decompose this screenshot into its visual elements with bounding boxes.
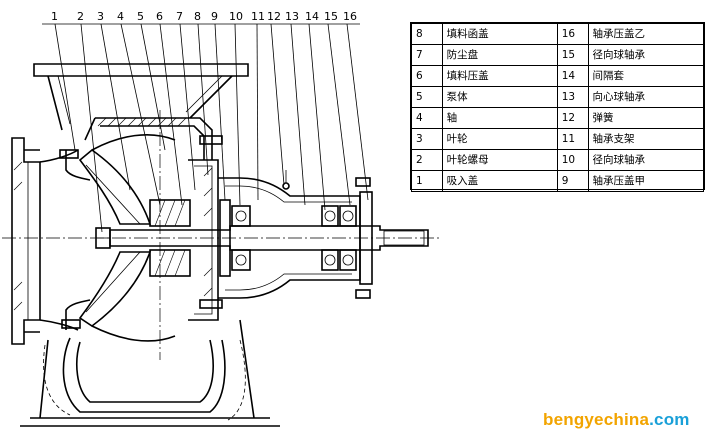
watermark-domain: bengyechina xyxy=(543,410,650,429)
callout-6: 6 xyxy=(156,10,163,23)
site-watermark: bengyechina.com xyxy=(543,410,690,430)
section-hatching xyxy=(13,117,213,311)
part-name: 填料函盖 xyxy=(441,23,558,45)
callout-1: 1 xyxy=(51,10,58,23)
part-number: 15 xyxy=(556,44,589,66)
impeller-nut xyxy=(95,227,111,249)
callout-5: 5 xyxy=(137,10,144,23)
part-number: 3 xyxy=(411,128,443,150)
callout-2: 2 xyxy=(77,10,84,23)
part-number: 11 xyxy=(556,128,589,150)
watermark-tld: .com xyxy=(649,410,690,429)
part-name: 防尘盘 xyxy=(441,44,558,66)
callout-8: 8 xyxy=(194,10,201,23)
part-name: 径向球轴承 xyxy=(587,44,704,66)
part-name: 间隔套 xyxy=(587,65,704,87)
part-number: 7 xyxy=(411,44,443,66)
callout-3: 3 xyxy=(97,10,104,23)
part-name: 轴承压盖甲 xyxy=(587,170,704,192)
callout-7: 7 xyxy=(176,10,183,23)
part-number: 13 xyxy=(556,86,589,108)
part-number: 12 xyxy=(556,107,589,129)
part-name: 叶轮 xyxy=(441,128,558,150)
stuffing-box xyxy=(149,199,191,277)
part-number: 8 xyxy=(411,23,443,45)
part-name: 泵体 xyxy=(441,86,558,108)
callout-9: 9 xyxy=(211,10,218,23)
callout-11: 11 xyxy=(251,10,265,23)
bearings xyxy=(231,205,357,271)
callout-12: 12 xyxy=(267,10,281,23)
part-name: 向心球轴承 xyxy=(587,86,704,108)
callout-15: 15 xyxy=(324,10,338,23)
part-number: 1 xyxy=(411,170,443,192)
part-number: 2 xyxy=(411,149,443,171)
part-name: 弹簧 xyxy=(587,107,704,129)
part-name: 填料压盖 xyxy=(441,65,558,87)
part-number: 4 xyxy=(411,107,443,129)
pump-body xyxy=(20,117,280,427)
callout-13: 13 xyxy=(285,10,299,23)
part-number: 14 xyxy=(556,65,589,87)
part-name: 径向球轴承 xyxy=(587,149,704,171)
callout-4: 4 xyxy=(117,10,124,23)
leader-lines xyxy=(42,23,369,233)
callout-numbers: 1 2 3 4 5 6 7 8 9 10 11 12 13 14 15 16 xyxy=(51,10,357,23)
part-name: 叶轮螺母 xyxy=(441,149,558,171)
part-number: 10 xyxy=(556,149,589,171)
part-number: 5 xyxy=(411,86,443,108)
callout-14: 14 xyxy=(305,10,319,23)
suction-cover xyxy=(11,137,91,345)
part-name: 轴 xyxy=(441,107,558,129)
callout-10: 10 xyxy=(229,10,243,23)
part-name: 吸入盖 xyxy=(441,170,558,192)
discharge-nozzle xyxy=(33,63,249,131)
part-number: 16 xyxy=(556,23,589,45)
part-name: 轴承压盖乙 xyxy=(587,23,704,45)
part-number: 6 xyxy=(411,65,443,87)
bearing-covers xyxy=(219,191,373,285)
part-number: 9 xyxy=(556,170,589,192)
part-name: 轴承支架 xyxy=(587,128,704,150)
bolts xyxy=(59,135,371,329)
callout-16: 16 xyxy=(343,10,357,23)
